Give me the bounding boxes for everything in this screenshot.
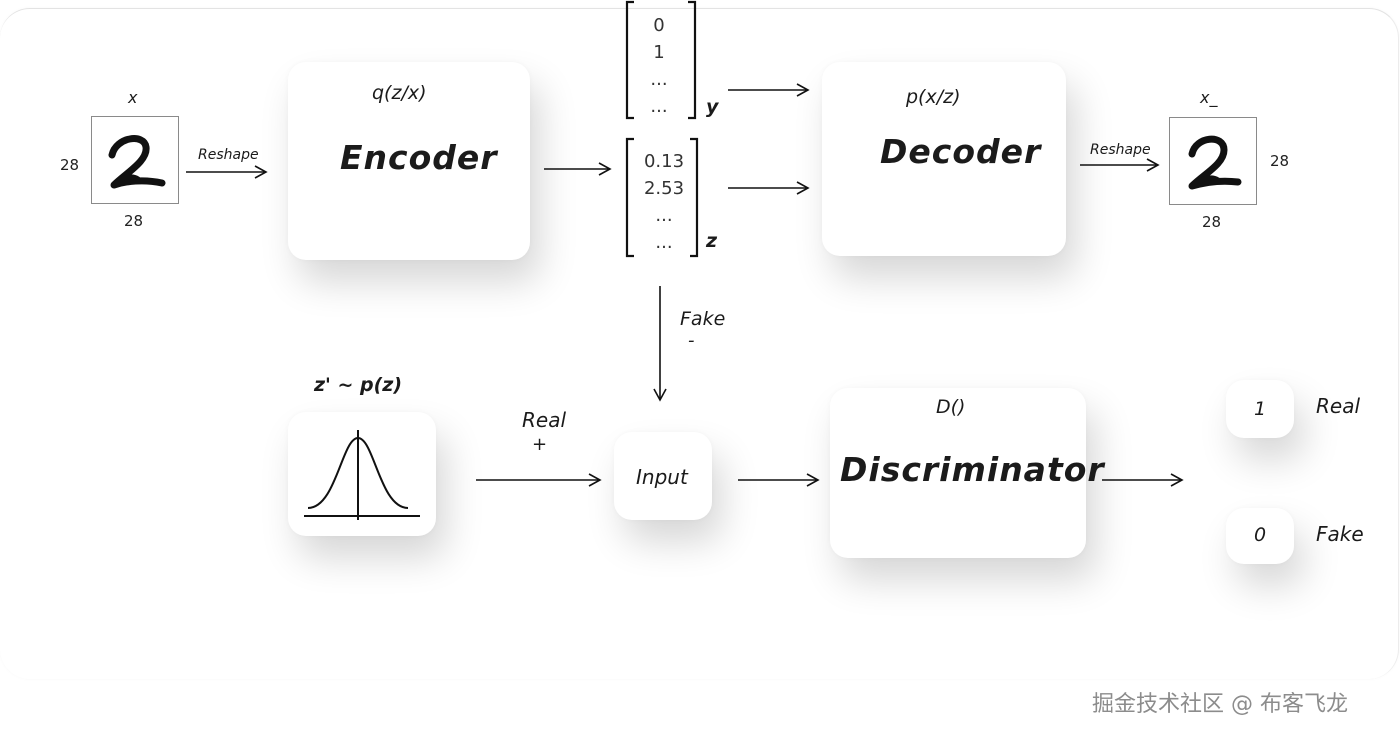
output-image-height-label: 28 [1270, 152, 1290, 170]
y-vector-value: ... [650, 69, 668, 90]
y-vector-value: 0 [653, 15, 665, 36]
input-digit-image [91, 116, 179, 204]
z-vector-label: z [706, 230, 718, 252]
reshape-out-label: Reshape [1090, 142, 1151, 158]
reshape-in-label: Reshape [198, 147, 259, 163]
output-image-width-label: 28 [1202, 213, 1222, 231]
handwritten-digit-2-icon [1188, 135, 1242, 190]
fake-edge-label: Fake [680, 308, 726, 330]
y-vector-value: 1 [653, 42, 665, 63]
output-fake-label: Fake [1316, 522, 1364, 546]
prior-label: z' ~ p(z) [314, 374, 403, 396]
decoder-title: Decoder [880, 132, 1042, 171]
z-vector-values: 0.13 2.53 ... ... [634, 148, 694, 256]
input-image-height-label: 28 [60, 156, 80, 174]
real-edge-sign: + [532, 434, 548, 455]
output-real-card [1226, 380, 1294, 438]
z-vector-value: 0.13 [643, 151, 685, 172]
output-digit-image [1169, 117, 1257, 205]
gaussian-curve-icon [304, 430, 420, 520]
output-fake-value: 0 [1254, 524, 1267, 546]
decoder-card [822, 62, 1066, 256]
input-image-width-label: 28 [124, 212, 144, 230]
y-vector-label: y [706, 96, 719, 118]
watermark: 掘金技术社区 @ 布客飞龙 [1092, 692, 1348, 717]
diagram-frame [0, 8, 1399, 679]
z-vector-value: ... [655, 205, 673, 226]
encoder-func-label: q(z/x) [372, 82, 427, 104]
output-fake-card [1226, 508, 1294, 564]
z-vector-value: 2.53 [643, 178, 685, 199]
z-vector-value: ... [655, 232, 673, 253]
encoder-title: Encoder [340, 138, 498, 177]
real-edge-label: Real [522, 408, 567, 432]
encoder-card [288, 62, 530, 260]
discriminator-title: Discriminator [840, 450, 1105, 489]
y-vector-values: 0 1 ... ... [634, 12, 684, 120]
input-node-card [614, 432, 712, 520]
fake-edge-sign: - [688, 330, 695, 351]
input-node-label: Input [636, 465, 688, 489]
decoder-func-label: p(x/z) [906, 86, 961, 108]
discriminator-func-label: D() [936, 396, 966, 418]
output-image-label: x_ [1200, 88, 1218, 107]
handwritten-digit-2-icon [108, 135, 166, 189]
discriminator-card [830, 388, 1086, 558]
y-vector-value: ... [650, 96, 668, 117]
input-image-label: x [128, 88, 138, 107]
output-real-value: 1 [1254, 398, 1267, 420]
output-real-label: Real [1316, 394, 1361, 418]
